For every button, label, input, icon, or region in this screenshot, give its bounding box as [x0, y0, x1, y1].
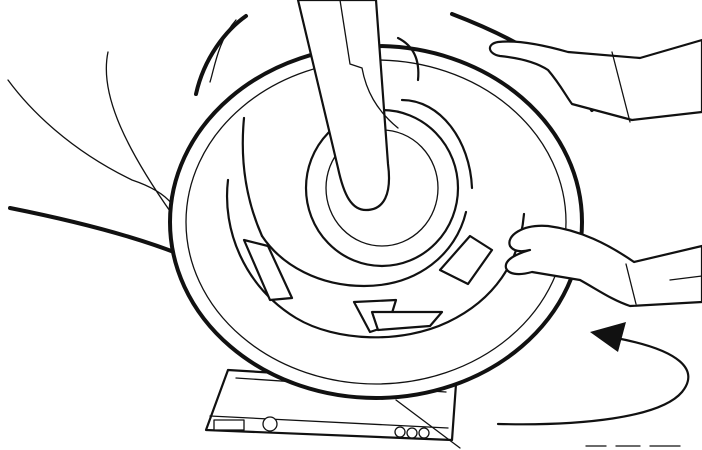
- frame-line-upper: [8, 80, 172, 204]
- rotation-arrow-shaft: [498, 338, 688, 424]
- fender-stripe: [196, 16, 246, 94]
- lift-base-dot-1: [395, 427, 405, 437]
- rotation-arrow-head: [590, 322, 626, 352]
- frame-line-lower: [10, 208, 184, 256]
- lift-base-knob: [263, 417, 277, 431]
- lift-base-dot-3: [419, 428, 429, 438]
- lift-base-slot: [214, 420, 244, 430]
- frame-line-mid: [106, 52, 172, 214]
- lift-base-dot-2: [407, 428, 417, 438]
